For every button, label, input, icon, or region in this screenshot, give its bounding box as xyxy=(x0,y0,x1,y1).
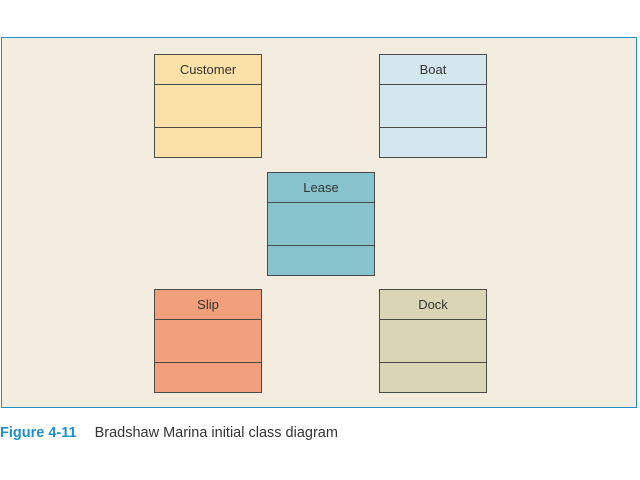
class-name-slip: Slip xyxy=(155,290,261,320)
attributes-compartment-slip xyxy=(155,320,261,363)
class-box-dock[interactable]: Dock xyxy=(379,289,487,393)
methods-compartment-slip xyxy=(155,363,261,392)
methods-compartment-lease xyxy=(268,246,374,275)
class-name-dock: Dock xyxy=(380,290,486,320)
attributes-compartment-dock xyxy=(380,320,486,363)
class-diagram-panel: Customer Boat Lease Slip Dock xyxy=(1,37,637,408)
attributes-compartment-lease xyxy=(268,203,374,246)
methods-compartment-boat xyxy=(380,128,486,157)
class-name-boat: Boat xyxy=(380,55,486,85)
attributes-compartment-boat xyxy=(380,85,486,128)
class-box-boat[interactable]: Boat xyxy=(379,54,487,158)
class-name-lease: Lease xyxy=(268,173,374,203)
figure-label: Figure 4-11 xyxy=(0,425,77,441)
class-box-slip[interactable]: Slip xyxy=(154,289,262,393)
figure-caption: Figure 4-11 Bradshaw Marina initial class… xyxy=(0,425,338,441)
class-box-lease[interactable]: Lease xyxy=(267,172,375,276)
figure-caption-text: Bradshaw Marina initial class diagram xyxy=(94,425,338,441)
class-name-customer: Customer xyxy=(155,55,261,85)
methods-compartment-dock xyxy=(380,363,486,392)
class-box-customer[interactable]: Customer xyxy=(154,54,262,158)
attributes-compartment-customer xyxy=(155,85,261,128)
methods-compartment-customer xyxy=(155,128,261,157)
